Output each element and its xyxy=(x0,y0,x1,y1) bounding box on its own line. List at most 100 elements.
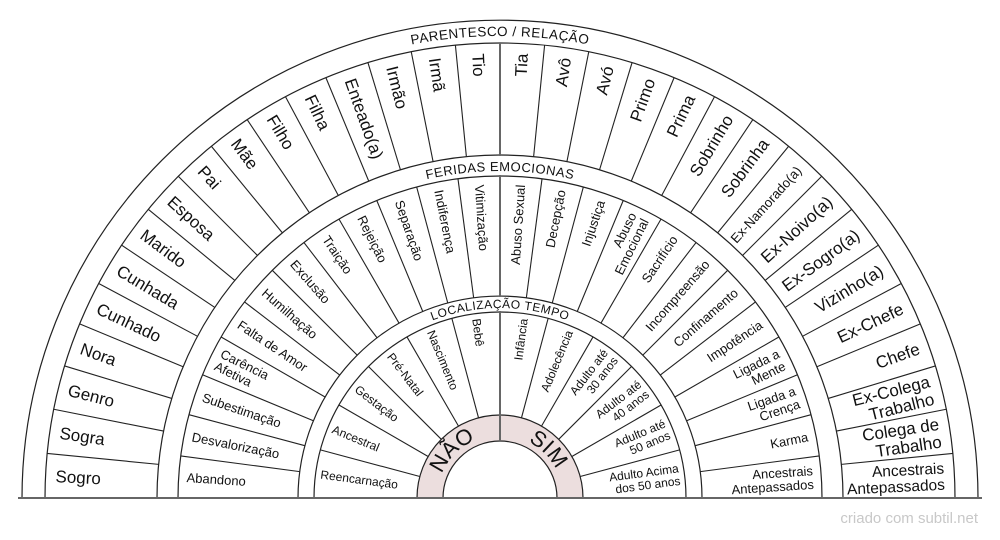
sector-divider xyxy=(338,404,429,457)
sector-divider xyxy=(836,408,947,432)
feridas-label: Abandono xyxy=(186,470,246,489)
feridas-sector[interactable]: Abandono xyxy=(186,470,246,489)
sector-divider xyxy=(220,336,326,398)
parentesco-label: Irmã xyxy=(425,56,449,93)
sector-divider xyxy=(690,119,754,214)
sector-divider xyxy=(210,145,283,234)
localizacao-sector[interactable]: Infância xyxy=(511,317,530,361)
label-line: Tia xyxy=(512,53,532,77)
parentesco-sector[interactable]: Sogro xyxy=(55,467,101,488)
sector-divider xyxy=(551,186,584,304)
credit-text[interactable]: criado com subtil.net xyxy=(840,510,978,527)
sector-divider xyxy=(600,218,662,324)
label-line: Infância xyxy=(511,317,530,361)
feridas-label: Vitimização xyxy=(472,184,491,251)
sector-divider xyxy=(576,200,624,312)
sector-divider xyxy=(246,119,310,214)
sector-divider xyxy=(566,51,590,162)
sector-divider xyxy=(784,244,879,308)
label-line: Irmã xyxy=(425,56,449,93)
sector-divider xyxy=(244,301,341,376)
label-line: Antepassados xyxy=(847,477,946,499)
sector-divider xyxy=(79,323,184,368)
localizacao-sector[interactable]: Bebê xyxy=(469,318,487,348)
localizacao-label: Bebê xyxy=(469,318,487,348)
sector-divider xyxy=(525,178,543,298)
label-line: Ancestrais xyxy=(872,460,945,481)
sector-divider xyxy=(325,77,370,182)
sector-divider xyxy=(541,336,594,427)
sector-divider xyxy=(686,374,798,422)
feridas-label: Karma xyxy=(769,429,810,451)
label-line: Vitimização xyxy=(472,184,491,251)
sector-divider xyxy=(802,283,902,337)
sector-divider xyxy=(285,96,339,196)
sector-divider xyxy=(202,374,314,422)
parentesco-sector[interactable]: AncestraisAntepassados xyxy=(846,460,946,498)
feridas-label: AncestraisAntepassados xyxy=(730,463,815,497)
parentesco-sector[interactable]: Tia xyxy=(512,53,532,77)
sector-divider xyxy=(841,452,953,465)
sector-divider xyxy=(580,449,680,478)
label-line: Antepassados xyxy=(731,477,815,497)
sector-divider xyxy=(533,45,546,157)
sector-divider xyxy=(338,218,400,324)
parentesco-label: Avô xyxy=(552,56,575,87)
sector-divider xyxy=(303,242,378,339)
feridas-sector[interactable]: AncestraisAntepassados xyxy=(730,463,815,497)
sector-divider xyxy=(630,77,675,182)
sector-divider xyxy=(742,175,823,256)
sector-divider xyxy=(121,244,216,308)
sector-divider xyxy=(661,96,715,196)
label-line: Abandono xyxy=(186,470,246,489)
label-line: Ancestrais xyxy=(752,463,814,482)
label-line: Abuso Sexual xyxy=(508,184,528,265)
feridas-sector[interactable]: Vitimização xyxy=(472,184,491,251)
label-line: Sogro xyxy=(55,467,101,488)
sector-dividers xyxy=(47,21,953,478)
parentesco-label: Sogro xyxy=(55,467,101,488)
sector-divider xyxy=(674,336,780,398)
parentesco-label: Tia xyxy=(512,53,532,77)
sector-divider xyxy=(694,414,812,447)
parentesco-sector[interactable]: Irmã xyxy=(425,56,449,93)
sector-divider xyxy=(642,269,729,356)
sector-divider xyxy=(599,62,633,170)
sector-divider xyxy=(98,283,198,337)
sector-divider xyxy=(828,365,936,399)
sector-divider xyxy=(558,366,632,440)
label-line: Karma xyxy=(769,429,810,451)
sector-divider xyxy=(376,200,424,312)
sector-divider xyxy=(368,366,442,440)
sector-divider xyxy=(320,449,420,478)
sector-divider xyxy=(271,269,358,356)
sector-divider xyxy=(177,175,258,256)
parentesco-sector[interactable]: Tio xyxy=(468,53,488,77)
feridas-label: Abuso Sexual xyxy=(508,184,528,265)
sector-divider xyxy=(64,365,172,399)
sector-divider xyxy=(717,145,790,234)
feridas-sector[interactable]: Abuso Sexual xyxy=(508,184,528,265)
localizacao-label: Infância xyxy=(511,317,530,361)
sector-divider xyxy=(764,208,853,281)
sector-divider xyxy=(520,318,549,418)
parentesco-label: AncestraisAntepassados xyxy=(846,460,946,498)
parentesco-sector[interactable]: Avô xyxy=(552,56,575,87)
sector-divider xyxy=(188,414,306,447)
sector-divider xyxy=(816,323,921,368)
parentesco-label: Tio xyxy=(468,53,488,77)
label-line: Bebê xyxy=(469,318,487,348)
sector-divider xyxy=(410,51,434,162)
sector-divider xyxy=(454,45,467,157)
sector-divider xyxy=(147,208,236,281)
sector-divider xyxy=(416,186,449,304)
sector-divider xyxy=(622,242,697,339)
sector-divider xyxy=(367,62,401,170)
sector-divider xyxy=(406,336,459,427)
center-hole xyxy=(442,440,558,499)
label-line: Tio xyxy=(468,53,488,77)
sector-divider xyxy=(700,455,820,473)
feridas-sector[interactable]: Karma xyxy=(769,429,810,451)
label-line: Avô xyxy=(552,56,575,87)
